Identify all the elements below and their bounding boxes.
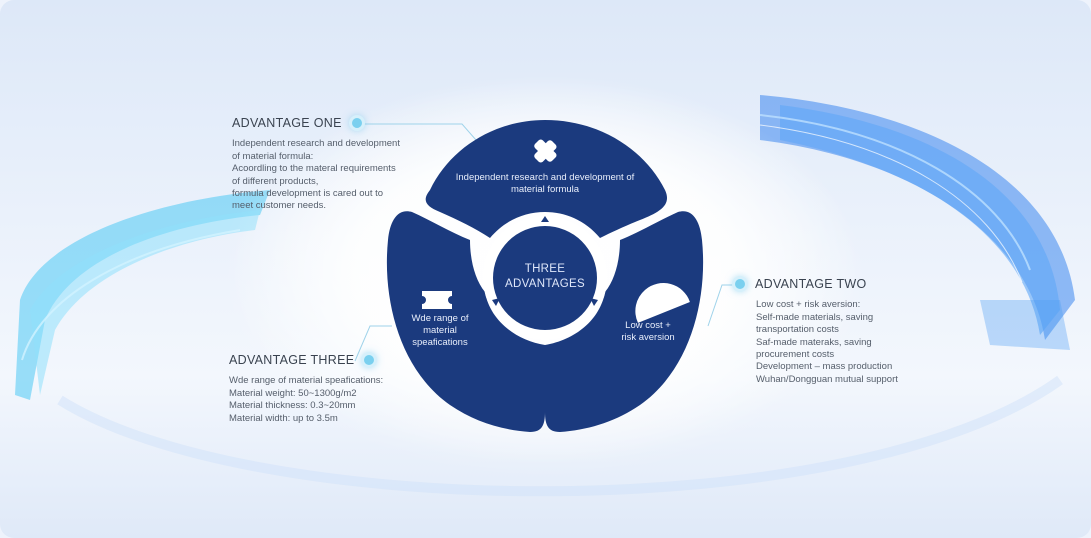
advantage-two-line: Saf-made materaks, saving <box>756 336 872 348</box>
advantage-three-dot-icon <box>364 355 375 366</box>
advantage-three-title: ADVANTAGE THREE <box>229 353 355 367</box>
advantage-three-panel: ADVANTAGE THREE Wde range of material sp… <box>229 354 383 425</box>
cross-icon <box>534 139 557 163</box>
advantage-two-title: ADVANTAGE TWO <box>755 277 867 291</box>
segment-left-label-line2: material <box>423 325 457 336</box>
center-title-line2: ADVANTAGES <box>505 278 585 290</box>
segment-top-label: Independent research and development of … <box>445 172 645 196</box>
advantage-two-line: Development – mass production <box>756 361 893 373</box>
advantage-one-dot-icon <box>351 118 362 129</box>
advantage-two-line: transportation costs <box>756 324 839 336</box>
advantage-two-dot-icon <box>735 279 745 290</box>
advantage-one-line: of different products, <box>232 175 319 187</box>
segment-right-label-line2: risk aversion <box>621 332 675 343</box>
segment-right-label: Low cost + risk aversion <box>608 320 688 344</box>
advantage-two-line: Self-made materials, saving <box>756 311 874 323</box>
advantage-one-line: Independent research and development <box>232 138 400 150</box>
segment-top-label-line1: Independent research and development of <box>455 172 635 183</box>
advantage-one-panel: ADVANTAGE ONE Independent research and d… <box>232 117 400 213</box>
advantage-one-title: ADVANTAGE ONE <box>232 116 342 130</box>
segment-left <box>386 211 545 432</box>
segment-left-label-line1: Wde range of <box>411 313 469 324</box>
half-circle-icon <box>635 283 690 323</box>
advantage-three-line: Material width: up to 3.5m <box>229 412 338 424</box>
segment-left-label-line3: speafications <box>412 337 468 348</box>
advantage-one-line: of material formula: <box>232 150 314 162</box>
advantage-one-line: formula development is cared out to <box>232 188 384 200</box>
advantage-two-line: procurement costs <box>756 349 835 361</box>
segment-top <box>425 120 668 238</box>
advantage-two-line: Low cost + risk aversion: <box>756 299 861 311</box>
advantage-three-line: Material thickness: 0.3~20mm <box>229 400 356 412</box>
segment-right-label-line1: Low cost + <box>625 320 671 331</box>
advantage-one-line: Acoordling to the materal requirements <box>232 163 396 175</box>
segment-left-label: Wde range of material speafications <box>400 313 480 349</box>
segment-top-label-line2: material formula <box>510 184 580 195</box>
advantage-three-line: Wde range of material speafications: <box>229 375 384 387</box>
ticket-icon <box>422 291 452 309</box>
advantage-two-line: Wuhan/Dongguan mutual support <box>756 373 898 385</box>
segment-right <box>545 211 704 432</box>
advantage-one-line: meet customer needs. <box>232 200 326 212</box>
advantage-three-line: Material weight: 50~1300g/m2 <box>229 387 357 399</box>
center-title: THREE ADVANTAGES <box>495 262 595 292</box>
advantage-two-panel: ADVANTAGE TWO Low cost + risk aversion: … <box>735 277 898 386</box>
center-title-line1: THREE <box>524 263 566 275</box>
